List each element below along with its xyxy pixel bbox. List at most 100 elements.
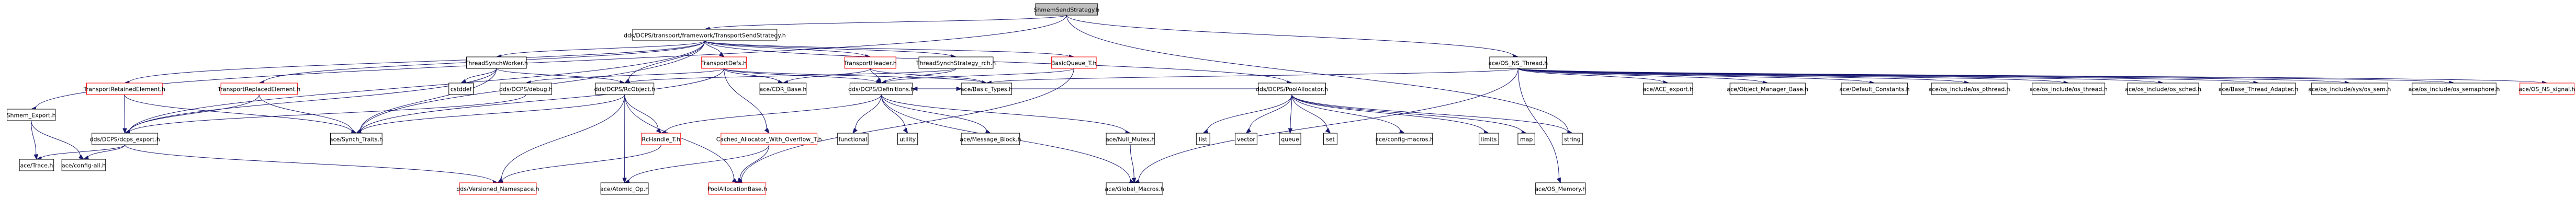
node-trreplaced[interactable]: TransportReplacedElement.h [217,83,300,95]
node-cstddef[interactable]: cstddef [448,83,474,95]
node-tdefs[interactable]: TransportDefs.h [701,56,747,69]
node-poolalloc[interactable]: dds/DCPS/PoolAllocator.h [1256,83,1328,95]
node-box [849,83,913,95]
node-label: TransportDefs.h [701,60,747,67]
node-string[interactable]: string [1561,133,1583,145]
node-basethreadadapter[interactable]: ace/Base_Thread_Adapter.h [2219,83,2299,95]
node-globalmacros[interactable]: ace/Global_Macros.h [1105,182,1164,195]
node-ossignal[interactable]: ace/OS_NS_signal.h [2519,83,2575,95]
edge-rcobject-to-synchtraits [355,94,625,135]
node-syssem[interactable]: ace/os_include/sys/os_sem.h [2308,83,2391,95]
node-trtetained[interactable]: TransportRetainedElement.h [83,83,165,95]
node-set[interactable]: set [1323,133,1337,145]
node-sched[interactable]: ace/os_include/os_sched.h [2125,83,2201,95]
node-defs[interactable]: dds/DCPS/Definitions.h [848,83,914,95]
node-trace[interactable]: ace/Trace.h [19,159,54,171]
node-box [19,159,54,171]
node-vector[interactable]: vector [1235,133,1257,145]
node-aceexport[interactable]: ace/ACE_export.h [1643,83,1693,95]
node-box [632,29,778,41]
node-box [600,182,649,195]
node-basictypes[interactable]: ace/Basic_Types.h [961,83,1013,95]
node-box [1376,133,1433,145]
node-box [220,83,298,95]
node-cachedalloc[interactable]: Cached_Allocator_With_Overflow_T.h [716,133,822,145]
node-msgblock[interactable]: ace/Message_Block.h [960,133,1021,145]
node-list[interactable]: list [1196,133,1210,145]
node-ddsdebug[interactable]: dds/DCPS/debug.h [499,83,553,95]
node-label: map [1520,136,1533,143]
graph-edges [30,15,2548,185]
node-label: functional [839,136,868,143]
node-label: ace/os_include/os_semaphore.h [2409,86,2500,93]
node-label: ace/Message_Block.h [960,136,1021,143]
node-label: ace/Global_Macros.h [1105,186,1164,193]
node-box [759,83,807,95]
edge-trreplaced-to-synchtraits [258,94,357,134]
node-map[interactable]: map [1517,133,1535,145]
node-box [92,133,159,145]
node-box [844,56,896,69]
node-nullmutex[interactable]: ace/Null_Mutex.h [1106,133,1155,145]
node-rchandle[interactable]: RcHandle_T.h [641,133,681,145]
node-label: TransportHeader.h [843,60,897,67]
edge-poolalloc-to-list [1202,94,1292,134]
node-osnsthread[interactable]: ace/OS_NS_Thread.h [1488,56,1548,69]
edge-trtetained-to-synchtraits [124,94,357,135]
node-label: ace/config-all.h [62,162,106,169]
node-label: TransportRetainedElement.h [83,86,165,93]
node-defconst[interactable]: ace/Default_Constants.h [1839,83,1910,95]
node-label: ace/OS_Memory.h [1535,186,1586,193]
node-configmacros[interactable]: ace/config-macros.h [1375,133,1434,145]
node-label: TransportReplacedElement.h [217,86,300,93]
node-rcobject[interactable]: dds/DCPS/RcObject.h [594,83,655,95]
node-osmemory[interactable]: ace/OS_Memory.h [1535,182,1586,195]
node-theader[interactable]: TransportHeader.h [843,56,897,69]
node-limits[interactable]: limits [1479,133,1499,145]
edge-tsw-to-dcpsexport [124,68,497,135]
node-basicqueue[interactable]: BasicQueue_T.h [1051,56,1097,69]
edge-defs-to-msgblock [881,94,992,134]
graph-nodes: ShmemSendStrategy.h dds/DCPS/transport/fr… [7,3,2575,195]
node-semaphore[interactable]: ace/os_include/os_semaphore.h [2409,83,2500,95]
node-box [1489,56,1547,69]
node-thread[interactable]: ace/os_include/os_thread.h [2030,83,2108,95]
node-cdrbase[interactable]: ace/CDR_Base.h [760,83,807,95]
node-box [1051,56,1097,69]
node-synchtraits[interactable]: ace/Synch_Traits.h [330,133,383,145]
node-box [1035,3,1098,16]
edge-rcobject-to-atomicop [622,94,627,184]
node-tsstrategy[interactable]: ThreadSynchStrategy_rch.h [916,56,996,69]
node-versioned[interactable]: dds/Versioned_Namespace.h [456,182,539,195]
edge-defs-to-basictypes [912,86,962,91]
node-box [330,133,383,145]
node-label: BasicQueue_T.h [1051,60,1097,67]
node-box [1279,133,1301,145]
node-objmgrbase[interactable]: ace/Object_Manager_Base.h [1727,83,1808,95]
node-shmemexport[interactable]: Shmem_Export.h [7,109,56,121]
node-tsw[interactable]: ThreadSynchWorker.h [465,56,528,69]
edge-tss-to-basicqueue [704,40,1075,59]
edge-poolalloc-to-queue [1288,94,1293,134]
node-functional[interactable]: functional [837,133,869,145]
node-label: ace/ACE_export.h [1643,86,1693,93]
node-poolallocbase[interactable]: PoolAllocationBase.h [707,182,767,195]
node-box [1535,182,1586,195]
edge-tss-to-trtetained [123,40,705,85]
node-queue[interactable]: queue [1279,133,1301,145]
node-pthread[interactable]: ace/os_include/os_pthread.h [1928,83,2010,95]
node-utility[interactable]: utility [897,133,918,145]
node-box [2127,83,2199,95]
node-configall[interactable]: ace/config-all.h [61,159,106,171]
node-box [61,159,106,171]
node-atomicop[interactable]: ace/Atomic_Op.h [600,182,649,195]
node-root: ShmemSendStrategy.h [1033,3,1099,16]
node-box [837,133,869,145]
node-box [1841,83,1908,95]
node-box [1106,133,1155,145]
edge-shmemexport-to-configall [31,120,85,160]
node-box [459,182,537,195]
node-dcpsexport[interactable]: dds/DCPS/dcps_export.h [89,133,160,145]
node-tss[interactable]: dds/DCPS/transport/framework/TransportSe… [624,29,786,41]
